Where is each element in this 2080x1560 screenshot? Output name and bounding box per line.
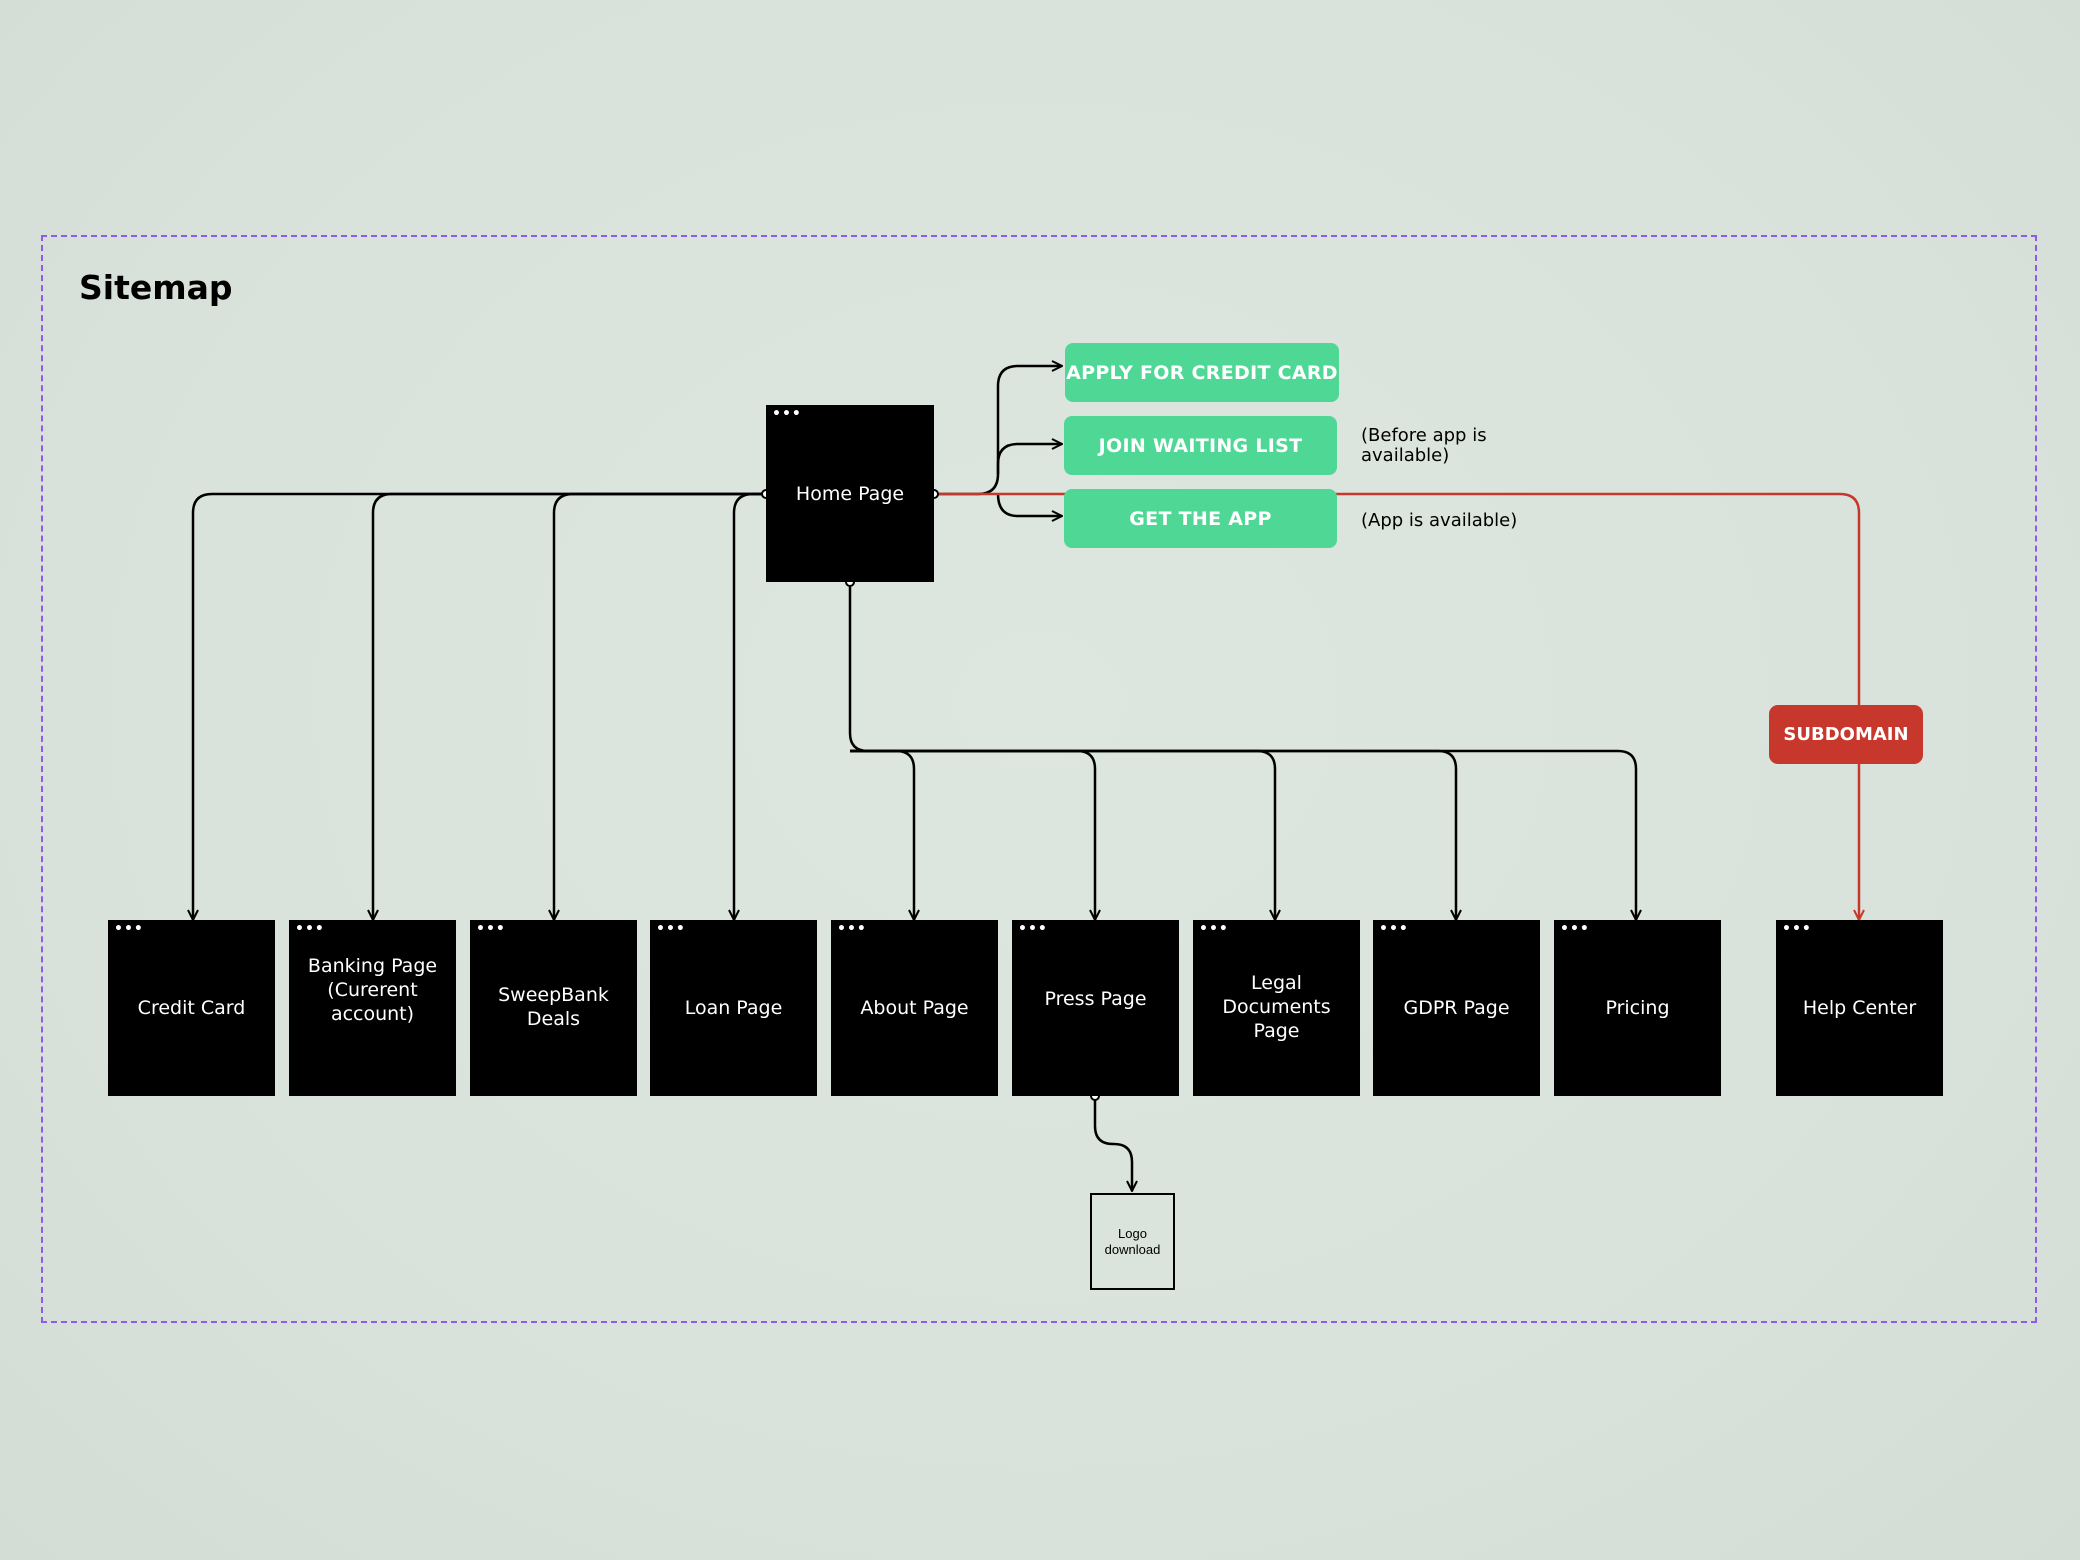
window-dots-icon: ••• [656,921,686,937]
page-node-gdpr[interactable]: ••• GDPR Page [1373,920,1540,1096]
window-dots-icon: ••• [1199,921,1229,937]
window-dots-icon: ••• [1782,921,1812,937]
window-dots-icon: ••• [1379,921,1409,937]
home-page-node[interactable]: ••• Home Page [766,405,934,582]
page-node-help-center[interactable]: ••• Help Center [1776,920,1943,1096]
window-dots-icon: ••• [476,921,506,937]
note-app-available: (App is available) [1361,510,1518,531]
window-dots-icon: ••• [295,921,325,937]
page-node-about[interactable]: ••• About Page [831,920,998,1096]
diagram-title: Sitemap [79,268,233,307]
wire-home-press [850,749,1095,920]
page-node-sweepbank[interactable]: ••• SweepBank Deals [470,920,637,1096]
window-dots-icon: ••• [1018,921,1048,937]
page-node-legal[interactable]: ••• Legal Documents Page [1193,920,1360,1096]
wire-home-cta-app [996,493,1062,516]
wire-home-cta-apply [934,366,1062,496]
cta-apply-credit-card[interactable]: APPLY FOR CREDIT CARD [1065,343,1339,402]
wire-home-gdpr [850,749,1456,920]
page-node-credit-card[interactable]: ••• Credit Card [108,920,275,1096]
page-node-banking[interactable]: ••• Banking Page (Curerent account) [289,920,456,1096]
window-dots-icon: ••• [114,921,144,937]
window-dots-icon: ••• [837,921,867,937]
sitemap-frame [41,235,2037,1323]
page-node-loan[interactable]: ••• Loan Page [650,920,817,1096]
note-before-app: (Before app is available) [1361,425,1487,466]
wire-home-credit-card [193,492,766,920]
page-node-pricing[interactable]: ••• Pricing [1554,920,1721,1096]
wire-home-loan [734,492,766,920]
wire-press-logo [1093,1096,1132,1191]
wire-home-cta-join [996,444,1062,474]
wire-home-banking [373,492,766,920]
subdomain-badge: SUBDOMAIN [1769,705,1923,764]
window-dots-icon: ••• [772,406,802,422]
wire-home-sweepbank [554,492,766,920]
wire-home-pricing [850,749,1636,920]
wire-home-help-center [934,492,1859,920]
cta-get-the-app[interactable]: GET THE APP [1064,489,1337,548]
page-node-press[interactable]: ••• Press Page [1012,920,1179,1096]
window-dots-icon: ••• [1560,921,1590,937]
cta-join-waiting-list[interactable]: JOIN WAITING LIST [1064,416,1337,475]
logo-download-node[interactable]: Logo download [1090,1193,1175,1290]
